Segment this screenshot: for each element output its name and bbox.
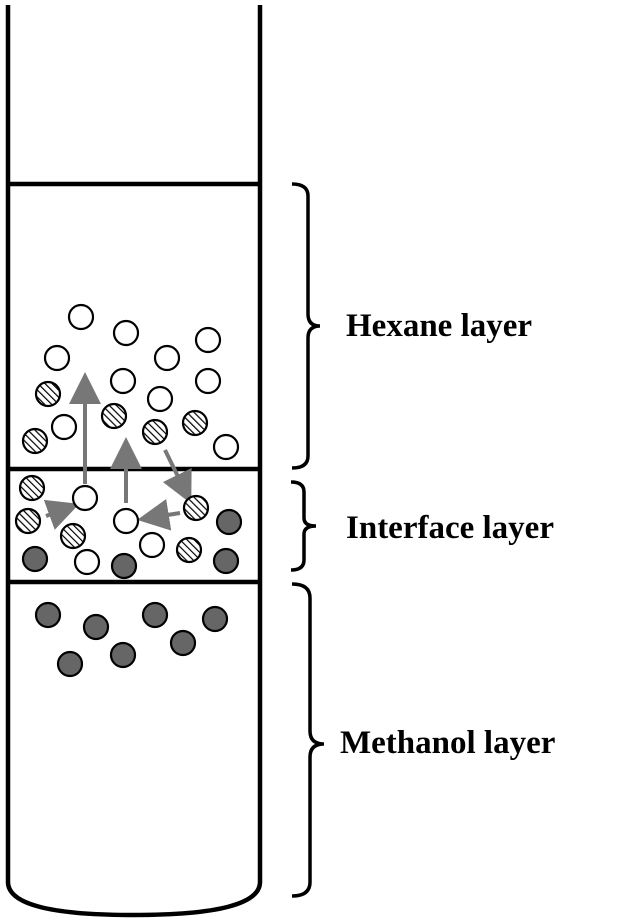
hatched-particle [14,507,42,535]
hatched-particle [175,536,203,564]
filled-particle [110,552,138,580]
filled-particle [201,605,229,633]
open-particle [153,344,181,372]
hatched-particle [59,522,87,550]
filled-particle [56,650,84,678]
hatched-particle [182,494,210,522]
filled-particle [212,547,240,575]
hatched-particle [18,474,46,502]
arrow-down-right [162,449,192,504]
filled-particle [82,613,110,641]
filled-particle [141,601,169,629]
open-particle [138,531,166,559]
hatched-particle [181,409,209,437]
filled-particle [215,508,243,536]
migration-arrows [43,372,192,531]
hatched-particle [100,402,128,430]
interface-bracket [290,480,317,572]
interface-layer-label: Interface layer [346,510,554,546]
open-particle [73,548,101,576]
open-particle [212,433,240,461]
arrow-left-into-open [137,499,181,531]
interface-particles [14,474,243,580]
open-particle [71,484,99,512]
open-particle [67,303,95,331]
arrow-right-into-open [43,499,80,530]
hatched-particle [34,380,62,408]
methanol-particles [34,601,229,678]
filled-particle [169,629,197,657]
hatched-particle [21,427,49,455]
open-particle [43,344,71,372]
filled-particle [21,545,49,573]
open-particle [109,367,137,395]
hexane-bracket [291,182,321,470]
hexane-layer-label: Hexane layer [346,308,533,344]
filled-particle [109,641,137,669]
filled-particle [34,601,62,629]
test-tube-outline [5,5,263,918]
open-particle [194,367,222,395]
open-particle [146,385,174,413]
methanol-layer-label: Methanol layer [340,725,556,761]
hexane-particles [21,303,240,461]
open-particle [112,319,140,347]
open-particle [50,413,78,441]
open-particle [194,326,222,354]
hatched-particle [141,418,169,446]
methanol-bracket [291,582,325,898]
open-particle [112,507,140,535]
